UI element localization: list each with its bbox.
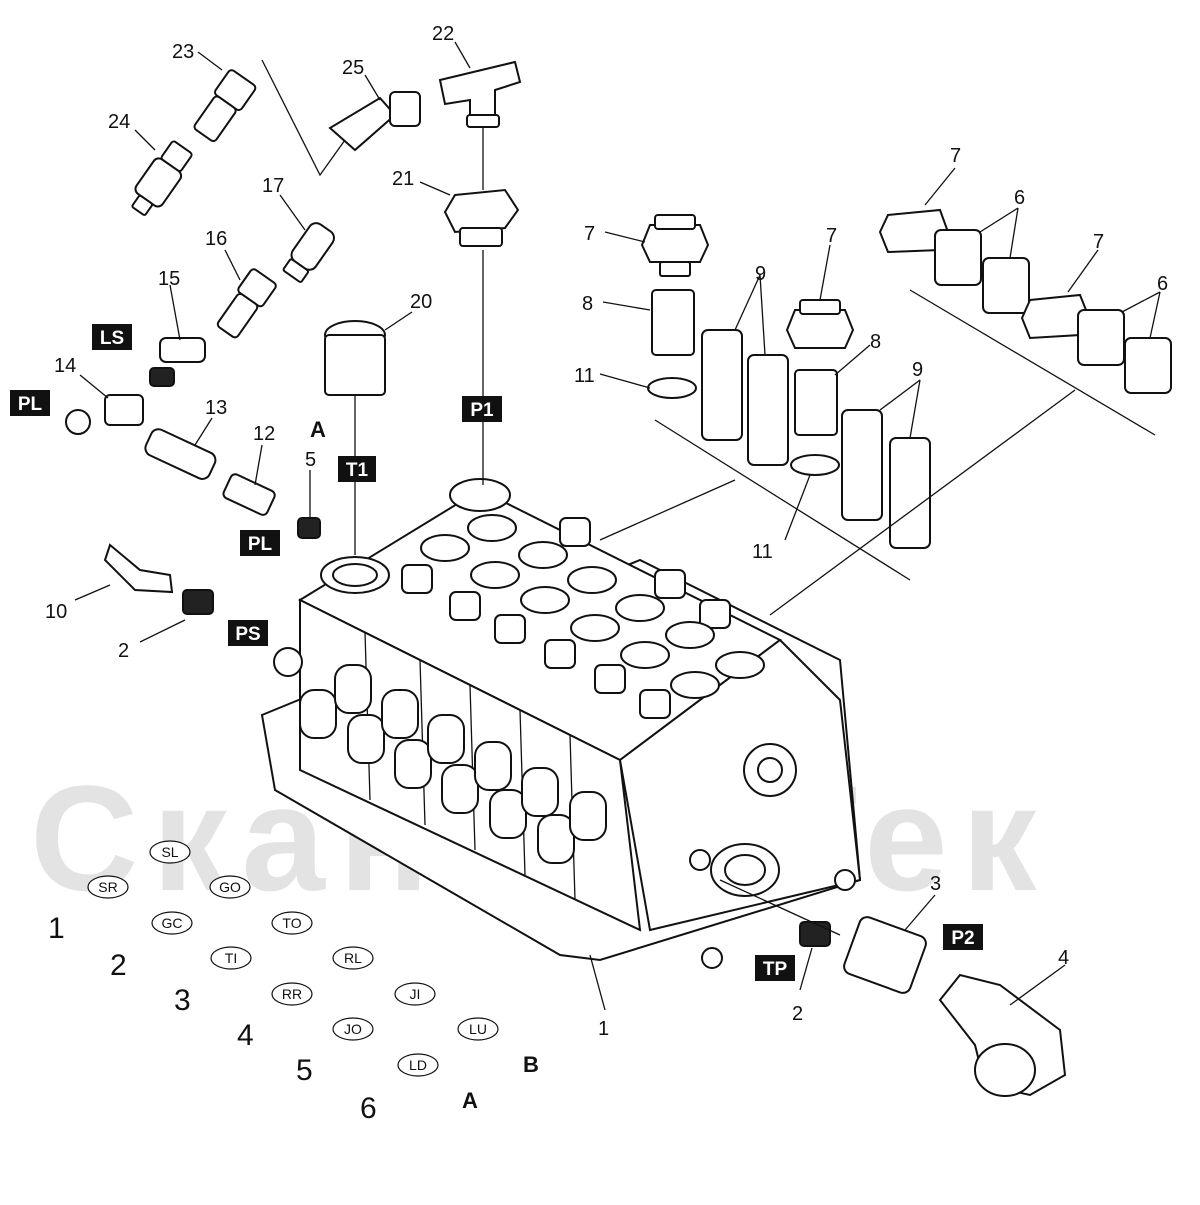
- svg-text:TI: TI: [225, 950, 237, 966]
- callout-10: 10: [45, 601, 67, 623]
- port-label-pl-mid: PL: [240, 530, 280, 556]
- callout-9b: 9: [912, 359, 923, 381]
- letter-a-bottom: A: [462, 1088, 478, 1113]
- callout-9a: 9: [755, 263, 766, 285]
- oval-rl: RL: [332, 946, 374, 970]
- callout-11b: 11: [752, 541, 773, 563]
- callout-1: 1: [598, 1018, 609, 1040]
- port-label-p1: P1: [462, 396, 502, 422]
- oval-to: TO: [271, 911, 313, 935]
- callout-20: 20: [410, 291, 432, 313]
- svg-text:JO: JO: [344, 1021, 362, 1037]
- port-labels: LS PL PL PS T1 P1 P2 TP: [10, 324, 983, 981]
- port-label-ls: LS: [92, 324, 132, 350]
- callout-13: 13: [205, 397, 227, 419]
- callout-7b: 7: [826, 225, 837, 247]
- oval-lu: LU: [457, 1017, 499, 1041]
- svg-text:LS: LS: [100, 328, 124, 349]
- callout-16: 16: [205, 228, 227, 250]
- callout-11a: 11: [574, 365, 595, 387]
- callout-2-upper: 2: [118, 640, 129, 662]
- port-label-tp: TP: [755, 955, 795, 981]
- svg-text:SR: SR: [98, 879, 117, 895]
- oval-go: GO: [209, 875, 251, 899]
- oval-sl: SL: [149, 840, 191, 864]
- port-label-pl-top: PL: [10, 390, 50, 416]
- section-number-2: 2: [110, 949, 127, 982]
- oval-ti: TI: [210, 946, 252, 970]
- oval-ld: LD: [397, 1053, 439, 1077]
- oval-ji: JI: [394, 982, 436, 1006]
- callout-15: 15: [158, 268, 180, 290]
- svg-text:SL: SL: [161, 844, 178, 860]
- svg-text:TP: TP: [763, 959, 788, 980]
- callout-2-lower: 2: [792, 1003, 803, 1025]
- fittings: [65, 60, 1172, 1097]
- callout-7c: 7: [950, 145, 961, 167]
- svg-text:PL: PL: [18, 394, 43, 415]
- callout-6b: 6: [1157, 273, 1168, 295]
- callout-12: 12: [253, 423, 275, 445]
- callout-22: 22: [432, 23, 454, 45]
- svg-text:T1: T1: [346, 460, 369, 481]
- svg-text:RR: RR: [282, 986, 302, 1002]
- valve-body: [260, 478, 862, 969]
- svg-text:LD: LD: [409, 1057, 427, 1073]
- oval-jo: JO: [332, 1017, 374, 1041]
- letter-a-top: A: [310, 417, 326, 442]
- port-label-ps: PS: [228, 620, 268, 646]
- svg-text:P1: P1: [470, 400, 494, 421]
- callout-14: 14: [54, 355, 76, 377]
- port-label-t1: T1: [338, 456, 376, 482]
- section-number-5: 5: [296, 1054, 313, 1087]
- svg-text:GC: GC: [162, 915, 183, 931]
- leader-lines: [74, 41, 1161, 1011]
- port-label-p2: P2: [943, 924, 983, 950]
- section-number-6: 6: [360, 1092, 377, 1125]
- callout-24: 24: [108, 111, 130, 133]
- svg-text:PL: PL: [248, 534, 273, 555]
- callout-6a: 6: [1014, 187, 1025, 209]
- section-number-3: 3: [174, 984, 191, 1017]
- callout-8a: 8: [582, 293, 593, 315]
- callout-23: 23: [172, 41, 194, 63]
- callout-17: 17: [262, 175, 284, 197]
- callout-7a: 7: [584, 223, 595, 245]
- oval-rr: RR: [271, 982, 313, 1006]
- section-numbers: 1 2 3 4 5 6: [48, 912, 377, 1125]
- section-number-4: 4: [237, 1019, 254, 1052]
- svg-text:RL: RL: [344, 950, 362, 966]
- oval-gc: GC: [151, 911, 193, 935]
- svg-text:JI: JI: [410, 986, 421, 1002]
- svg-text:GO: GO: [219, 879, 241, 895]
- svg-text:TO: TO: [282, 915, 301, 931]
- callout-4: 4: [1058, 947, 1069, 969]
- function-ovals: SL SR GO GC TO TI RL RR JI JO LU LD: [87, 840, 499, 1077]
- callout-3: 3: [930, 873, 941, 895]
- oval-sr: SR: [87, 875, 129, 899]
- callout-25: 25: [342, 57, 364, 79]
- section-number-1: 1: [48, 912, 65, 945]
- svg-text:PS: PS: [235, 624, 260, 645]
- callout-21: 21: [392, 168, 414, 190]
- callout-5: 5: [305, 449, 316, 471]
- svg-text:P2: P2: [951, 928, 974, 949]
- callout-numbers: 23 22 25 24 21 17 16 15 14 13 12 5 20 10…: [45, 23, 1168, 1040]
- callout-8b: 8: [870, 331, 881, 353]
- callout-7d: 7: [1093, 231, 1104, 253]
- svg-text:LU: LU: [469, 1021, 487, 1037]
- letter-b-bottom: B: [523, 1052, 539, 1077]
